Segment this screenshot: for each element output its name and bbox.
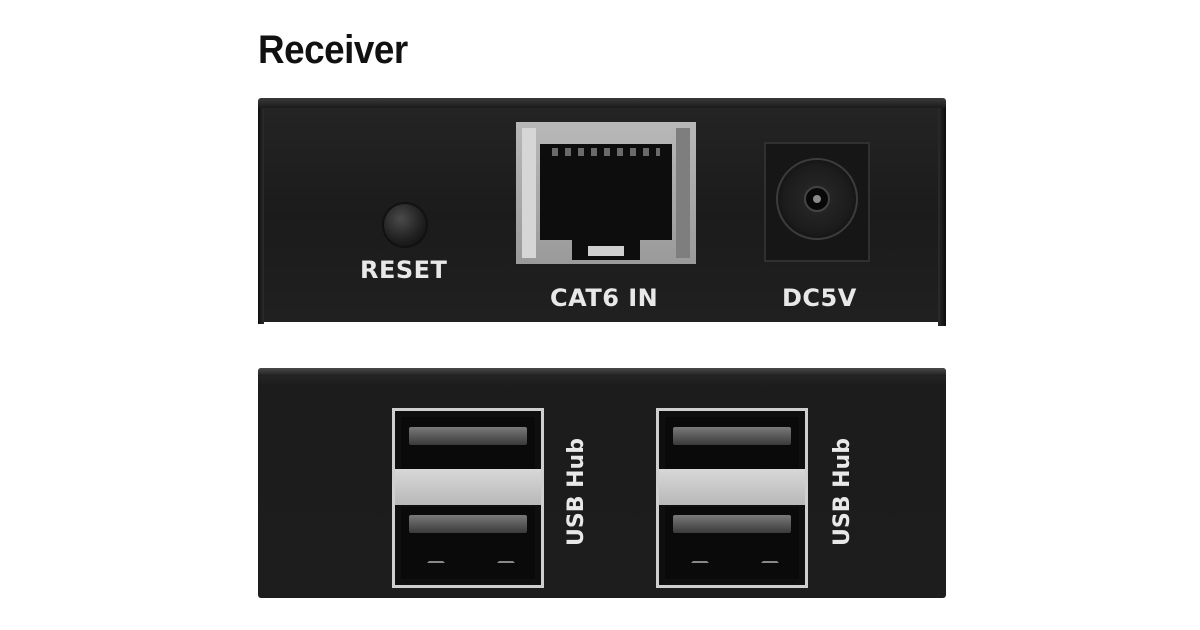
rj45-edge-left bbox=[522, 128, 536, 258]
usb-tongue-icon bbox=[409, 427, 527, 445]
panel-face: RESET CAT6 IN DC5V bbox=[264, 108, 938, 322]
page-title: Receiver bbox=[258, 28, 408, 72]
usb-hub-label-1: USB Hub bbox=[564, 438, 589, 546]
usb-tongue-icon bbox=[673, 515, 791, 533]
usb-divider bbox=[659, 469, 805, 505]
rj45-edge-right bbox=[676, 128, 690, 258]
usb-a-port-icon[interactable] bbox=[401, 507, 535, 579]
cat6-label: CAT6 IN bbox=[550, 284, 659, 312]
dc-power-jack-icon[interactable] bbox=[764, 142, 870, 262]
usb-hub-port-block-2[interactable] bbox=[656, 408, 808, 588]
dc-jack-ring bbox=[776, 158, 858, 240]
dc-jack-pin bbox=[813, 195, 821, 203]
usb-a-port-icon[interactable] bbox=[665, 417, 799, 479]
receiver-usb-panel: USB Hub USB Hub bbox=[258, 368, 946, 598]
reset-button-icon[interactable] bbox=[384, 204, 426, 246]
usb-clip-icon bbox=[761, 553, 779, 563]
reset-label: RESET bbox=[360, 256, 448, 284]
panel-side-right bbox=[938, 108, 946, 326]
usb-hub-label-2: USB Hub bbox=[830, 438, 855, 546]
usb-tongue-icon bbox=[409, 515, 527, 533]
usb-divider bbox=[395, 469, 541, 505]
receiver-front-panel: RESET CAT6 IN DC5V bbox=[258, 98, 946, 326]
usb-a-port-icon[interactable] bbox=[665, 507, 799, 579]
panel-side-left bbox=[258, 108, 264, 324]
panel-lip bbox=[258, 98, 946, 110]
rj45-pins bbox=[552, 148, 660, 156]
usb-a-port-icon[interactable] bbox=[401, 417, 535, 479]
dc-label: DC5V bbox=[782, 284, 857, 312]
usb-hub-port-block-1[interactable] bbox=[392, 408, 544, 588]
usb-clip-icon bbox=[427, 553, 445, 563]
usb-clip-icon bbox=[691, 553, 709, 563]
rj45-port-icon[interactable] bbox=[516, 122, 696, 264]
rj45-latch-base bbox=[588, 246, 624, 256]
panel-rim bbox=[258, 368, 946, 376]
dc-jack-hole bbox=[804, 186, 830, 212]
usb-tongue-icon bbox=[673, 427, 791, 445]
usb-clip-icon bbox=[497, 553, 515, 563]
